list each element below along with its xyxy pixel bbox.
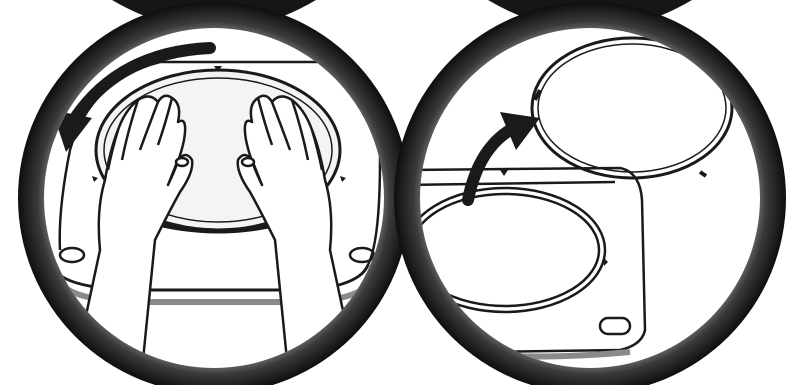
- panel-1: [18, 2, 410, 385]
- panel-2: [394, 2, 786, 385]
